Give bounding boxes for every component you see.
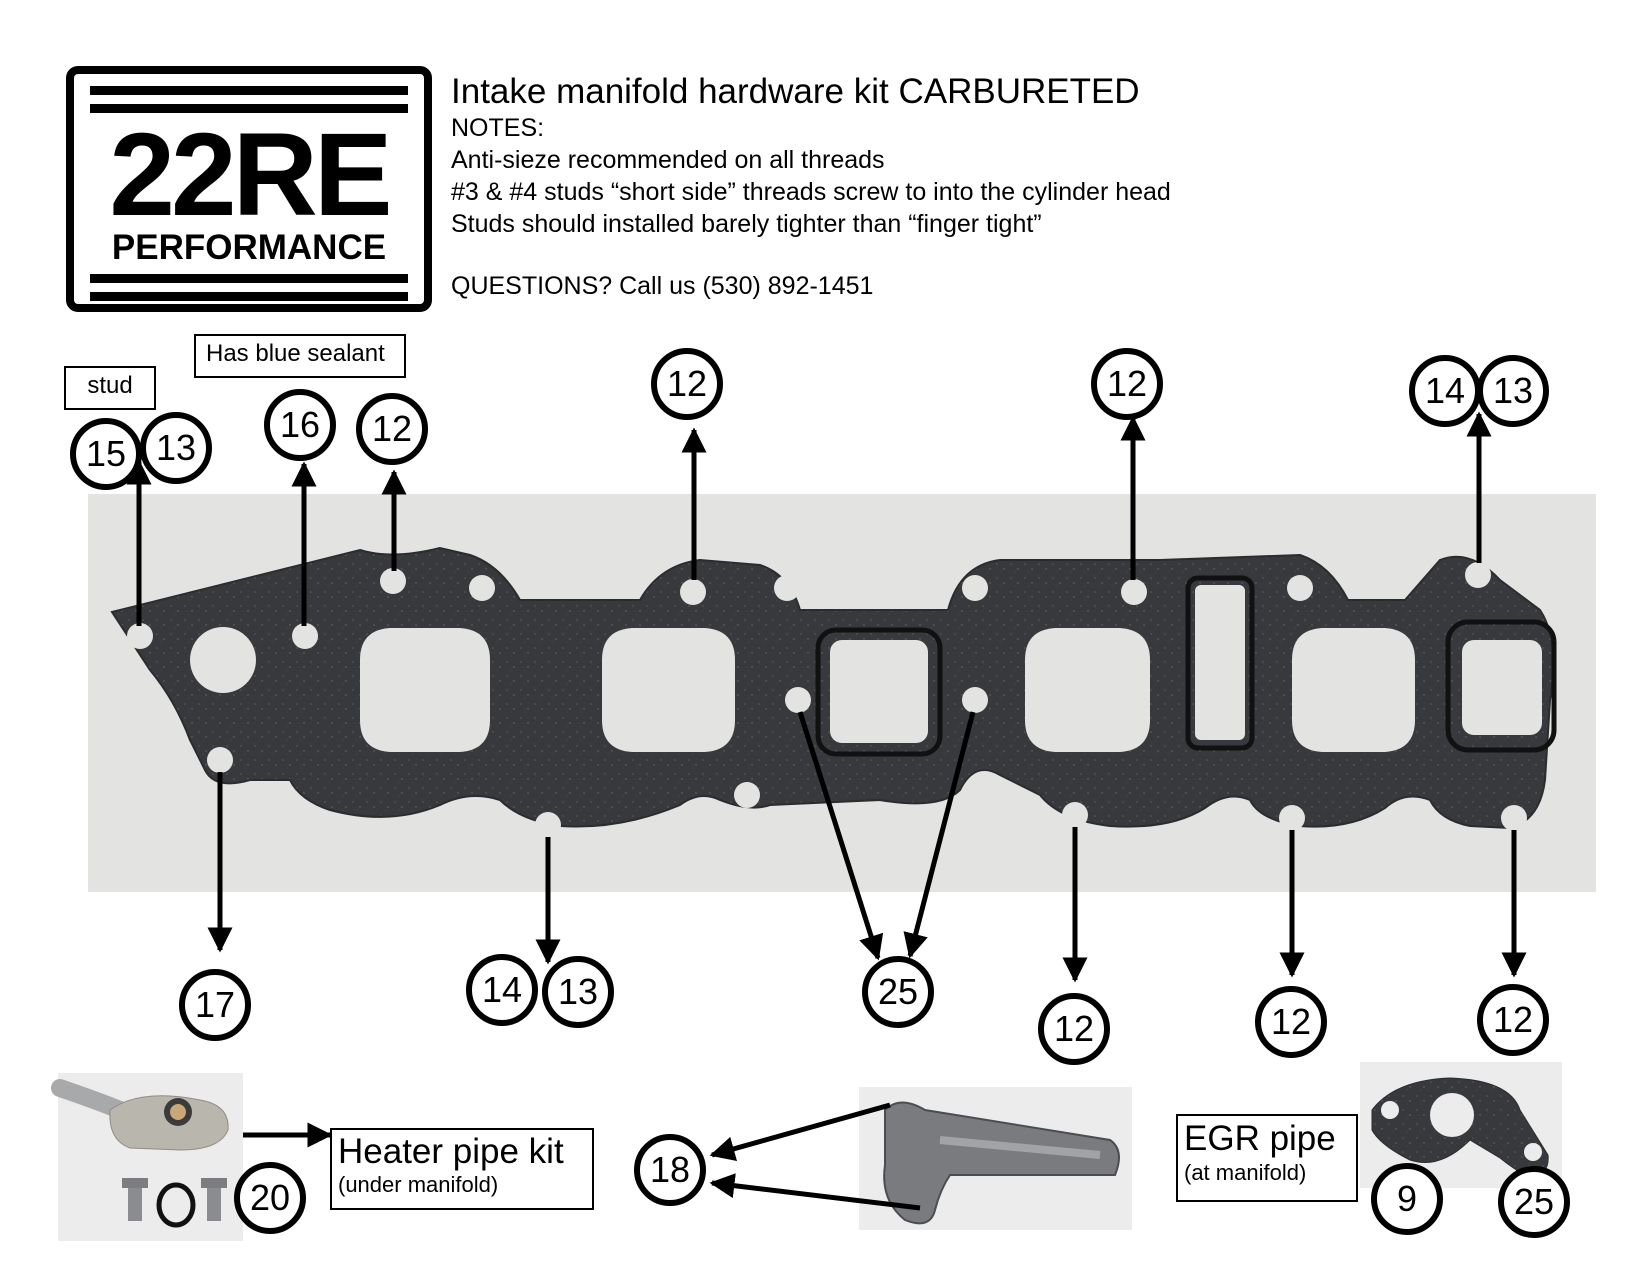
intake-port-4 <box>1292 628 1415 752</box>
callout-number: 9 <box>1397 1178 1417 1219</box>
stud-label: stud <box>64 366 156 410</box>
bolt-holes <box>127 562 1527 838</box>
gasket-ports <box>190 585 1542 752</box>
callout-12: 12 <box>1091 348 1163 420</box>
callout-25: 25 <box>1498 1166 1570 1238</box>
callout-number: 20 <box>250 1177 290 1218</box>
thermostat-housing-photo <box>859 1087 1132 1230</box>
callout-circle <box>542 956 614 1028</box>
callout-12: 12 <box>1255 986 1327 1058</box>
callout-number: 13 <box>558 971 598 1012</box>
kit-title: Intake manifold hardware kit CARBURETED <box>451 72 1140 111</box>
callout-14: 14 <box>1409 355 1481 427</box>
slot-port <box>1195 585 1245 740</box>
callout-circle <box>356 393 428 465</box>
callout-circle <box>140 412 212 484</box>
callout-number: 12 <box>1493 999 1533 1040</box>
note-line: #3 & #4 studs “short side” threads screw… <box>451 178 1171 206</box>
callout-number: 12 <box>1271 1001 1311 1042</box>
callout-15: 15 <box>70 418 142 490</box>
callout-13: 13 <box>542 956 614 1028</box>
notes-block: Intake manifold hardware kit CARBURETED … <box>451 72 1171 302</box>
callout-number: 13 <box>156 427 196 468</box>
callout-circle <box>1477 355 1549 427</box>
callout-number: 17 <box>195 984 235 1025</box>
callout-circle <box>179 969 251 1041</box>
callout-circle <box>234 1162 306 1234</box>
callout-markers: 15 13 16 12 12 12 14 13 17 14 13 25 12 12 12 20 18 9 25 <box>70 348 1570 1238</box>
callout-circle <box>264 389 336 461</box>
center-port <box>830 640 928 743</box>
callout-number: 14 <box>482 969 522 1010</box>
callout-12: 12 <box>356 393 428 465</box>
heater-pipe-subtitle: (under manifold) <box>338 1172 499 1197</box>
note-line: Studs should installed barely tighter th… <box>451 210 1042 238</box>
intake-port-2 <box>602 628 735 752</box>
callout-circle <box>634 1134 706 1206</box>
logo-stripe <box>90 274 408 283</box>
callout-20: 20 <box>234 1162 306 1234</box>
callout-circle <box>862 956 934 1028</box>
logo-wordmark: 22RE <box>109 109 392 241</box>
callout-number: 12 <box>667 363 707 404</box>
callout-number: 18 <box>650 1149 690 1190</box>
intake-port-3 <box>1025 628 1150 752</box>
logo-subtitle: PERFORMANCE <box>111 228 387 267</box>
sealant-label: Has blue sealant <box>194 334 406 378</box>
note-line: Anti-sieze recommended on all threads <box>451 146 885 174</box>
callout-circle <box>1498 1166 1570 1238</box>
callout-9: 9 <box>1371 1163 1443 1235</box>
callout-number: 14 <box>1425 370 1465 411</box>
callout-17: 17 <box>179 969 251 1041</box>
heater-pipe-title: Heater pipe kit <box>338 1132 564 1171</box>
callout-circle <box>1477 984 1549 1056</box>
egr-pipe-title: EGR pipe <box>1184 1119 1336 1158</box>
egr-pipe-subtitle: (at manifold) <box>1184 1160 1307 1185</box>
intake-port-1 <box>360 628 490 752</box>
callout-circle <box>1255 986 1327 1058</box>
egr-port <box>1462 640 1542 735</box>
callout-circle <box>70 418 142 490</box>
callout-circle <box>651 348 723 420</box>
callout-number: 15 <box>86 433 126 474</box>
contact-line: QUESTIONS? Call us (530) 892-1451 <box>451 272 874 300</box>
callout-16: 16 <box>264 389 336 461</box>
callout-number: 12 <box>1054 1008 1094 1049</box>
callout-circle <box>466 954 538 1026</box>
brand-logo: 22RE PERFORMANCE <box>66 66 432 312</box>
spacer <box>451 240 1171 270</box>
callout-number: 25 <box>1514 1181 1554 1222</box>
pointer-arrows <box>126 411 1527 1211</box>
heater-port <box>190 627 256 693</box>
callout-12: 12 <box>1038 993 1110 1065</box>
callout-number: 25 <box>878 971 918 1012</box>
callout-number: 12 <box>1107 363 1147 404</box>
callout-number: 16 <box>280 404 320 445</box>
callout-circle <box>1371 1163 1443 1235</box>
callout-12: 12 <box>1477 984 1549 1056</box>
callout-13: 13 <box>140 412 212 484</box>
egr-pipe-label: EGR pipe (at manifold) <box>1176 1114 1358 1202</box>
notes-heading: NOTES: <box>451 114 545 142</box>
logo-stripe <box>90 104 408 113</box>
callout-12: 12 <box>651 348 723 420</box>
callout-circle <box>1091 348 1163 420</box>
logo-stripe <box>90 86 408 95</box>
callout-14: 14 <box>466 954 538 1026</box>
callout-number: 12 <box>372 408 412 449</box>
callout-circle <box>1038 993 1110 1065</box>
callout-number: 13 <box>1493 370 1533 411</box>
heater-pipe-label: Heater pipe kit (under manifold) <box>330 1128 594 1210</box>
callout-18: 18 <box>634 1134 706 1206</box>
logo-stripe <box>90 292 408 301</box>
heater-pipe-photo <box>51 1073 243 1241</box>
callout-25: 25 <box>862 956 934 1028</box>
callout-13: 13 <box>1477 355 1549 427</box>
